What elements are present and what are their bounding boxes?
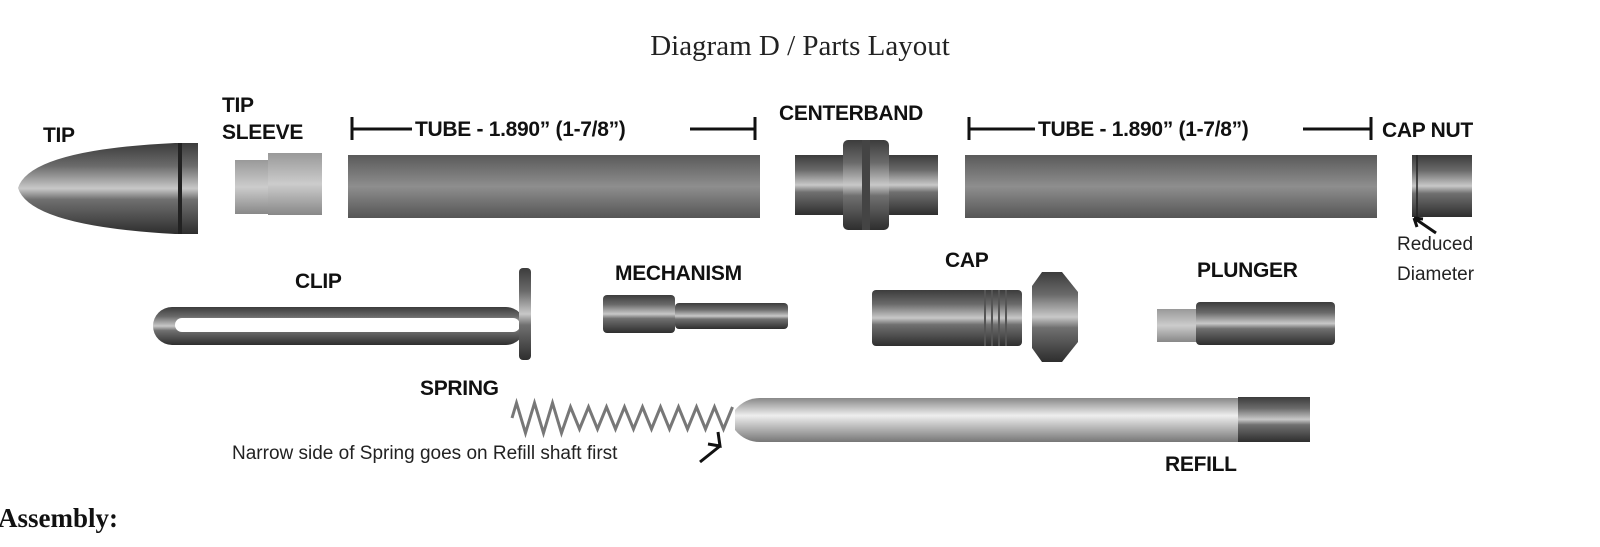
label-tip-sleeve-line1: TIP (222, 94, 254, 117)
spring-part (510, 397, 734, 439)
arrow-icon (699, 431, 722, 464)
plunger-part (1157, 302, 1335, 345)
centerband-part (795, 140, 938, 230)
refill-part (699, 397, 1310, 464)
note-spring: Narrow side of Spring goes on Refill sha… (232, 443, 618, 464)
tip-sleeve-part (235, 153, 322, 215)
cap-nut-part (1412, 155, 1472, 235)
label-centerband: CENTERBAND (779, 102, 924, 125)
assembly-heading: Assembly: (0, 503, 118, 533)
label-tip: TIP (43, 124, 75, 147)
label-tube-left: TUBE - 1.890” (1-7/8”) (415, 118, 626, 141)
note-reduced-line2: Diameter (1397, 264, 1475, 285)
label-tip-sleeve-line2: SLEEVE (222, 121, 304, 144)
note-reduced-line1: Reduced (1397, 234, 1474, 255)
label-tube-right: TUBE - 1.890” (1-7/8”) (1038, 118, 1249, 141)
diagram-title: Diagram D / Parts Layout (650, 30, 950, 62)
label-cap-nut: CAP NUT (1382, 119, 1473, 142)
label-refill: REFILL (1165, 453, 1237, 476)
cap-part (872, 272, 1078, 362)
label-clip: CLIP (295, 270, 342, 293)
arrow-icon (1412, 216, 1437, 235)
dimension-bracket-left (350, 117, 757, 140)
label-plunger: PLUNGER (1197, 259, 1298, 282)
tip-part (18, 143, 198, 234)
tube-left-part (348, 117, 760, 218)
dimension-bracket-right (967, 117, 1373, 140)
label-spring: SPRING (420, 377, 499, 400)
clip-part (153, 268, 531, 360)
label-cap: CAP (945, 249, 989, 272)
label-mechanism: MECHANISM (615, 262, 742, 285)
mechanism-part (603, 295, 788, 333)
tube-right-part (965, 117, 1377, 218)
